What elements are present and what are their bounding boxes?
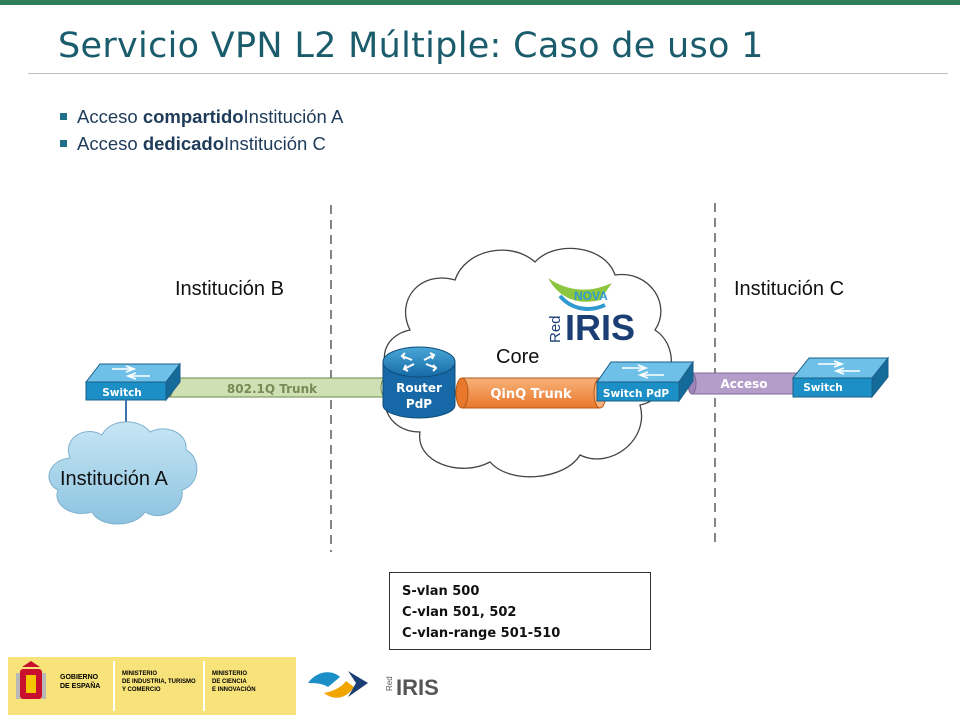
- switch-left-label: Switch: [102, 387, 142, 399]
- footer-rediris-red-text: Red: [385, 676, 394, 691]
- institucion-c-label: Institución C: [734, 278, 845, 300]
- bullet-square-icon: [60, 140, 67, 147]
- page-title: Servicio VPN L2 Múltiple: Caso de uso 1: [58, 26, 764, 66]
- bullet-item: Acceso compartido Institución A: [60, 103, 343, 130]
- footer-ministerio2-line1: MINISTERIO: [212, 671, 247, 677]
- bullet-text: Institución C: [224, 133, 326, 154]
- footer-yellow-band: [8, 657, 296, 715]
- footer-ministerio1-line3: Y COMERCIO: [122, 687, 161, 693]
- bullet-text: Acceso: [77, 106, 138, 127]
- footer-ministerio2-line2: DE CIENCIA: [212, 679, 247, 685]
- bullet-list: Acceso compartido Institución A Acceso d…: [60, 103, 343, 157]
- bullet-text: Acceso: [77, 133, 138, 154]
- footer-ministerio1-line1: MINISTERIO: [122, 671, 157, 677]
- vlan-info-box: S-vlan 500 C-vlan 501, 502 C-vlan-range …: [389, 572, 651, 650]
- acceso-label: Acceso: [720, 377, 767, 391]
- rediris-nova-text: NOVA: [574, 289, 608, 303]
- bullet-item: Acceso dedicado Institución C: [60, 130, 343, 157]
- router-pdp-icon: [382, 346, 456, 419]
- qinq-trunk-label: QinQ Trunk: [490, 387, 572, 402]
- info-line: C-vlan-range 501-510: [402, 626, 561, 641]
- router-label-line2: PdP: [406, 397, 432, 411]
- bullet-bold-text: dedicado: [142, 133, 225, 154]
- institucion-a-label: Institución A: [60, 468, 168, 490]
- rediris-iris-text: IRIS: [565, 307, 635, 348]
- switch-right-icon: [791, 356, 890, 399]
- title-divider: [28, 73, 948, 74]
- footer-gobierno-line1: GOBIERNO: [60, 674, 99, 681]
- top-accent-bar: [0, 0, 960, 5]
- footer-logos: GOBIERNO DE ESPAÑA MINISTERIO DE INDUSTR…: [8, 657, 439, 715]
- rediris-nova-logo: [548, 278, 612, 311]
- switch-pdp-label: Switch PdP: [603, 388, 669, 400]
- footer-ministerio2-line3: E INNOVACIÓN: [212, 685, 256, 693]
- bullet-text: Institución A: [243, 106, 344, 127]
- core-label: Core: [496, 346, 540, 368]
- rediris-red-text: Red: [547, 315, 564, 343]
- bullet-bold-text: compartido: [142, 106, 244, 127]
- trunk-8021q-label: 802.1Q Trunk: [227, 382, 318, 396]
- footer-ministerio1-line2: DE INDUSTRIA, TURISMO: [122, 679, 196, 685]
- switch-pdp-icon: [596, 360, 694, 403]
- footer-gobierno-line2: DE ESPAÑA: [60, 681, 100, 690]
- switch-left-icon: [84, 362, 182, 402]
- rediris-arrows-logo: [308, 671, 368, 698]
- switch-right-label: Switch: [803, 382, 843, 394]
- router-label-line1: Router: [396, 381, 442, 395]
- institucion-a-cloud: [48, 421, 198, 525]
- footer-rediris-iris-text: IRIS: [396, 675, 439, 700]
- institucion-b-label: Institución B: [175, 278, 284, 300]
- bullet-square-icon: [60, 113, 67, 120]
- info-line: S-vlan 500: [402, 584, 480, 599]
- info-line: C-vlan 501, 502: [402, 605, 517, 620]
- spain-coat-of-arms-icon: [16, 661, 46, 699]
